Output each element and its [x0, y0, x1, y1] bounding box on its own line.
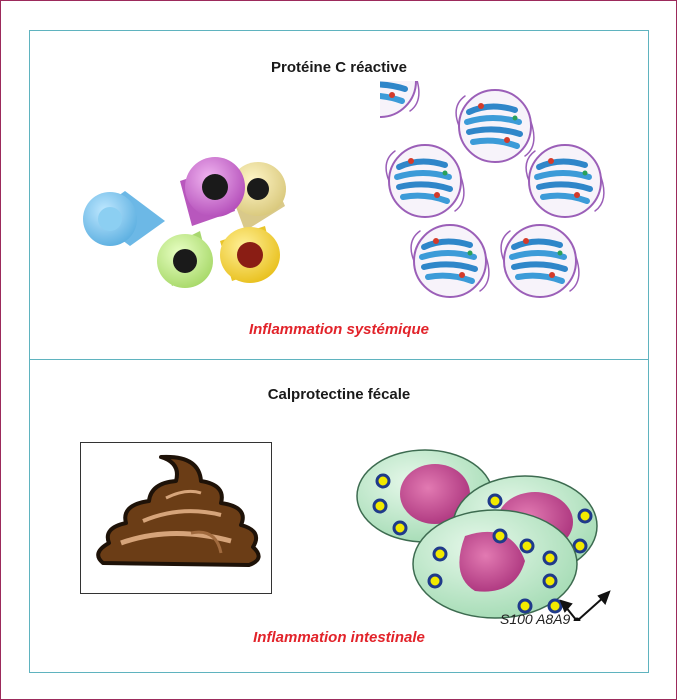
systemic-inflammation-caption: Inflammation systémique — [248, 321, 430, 338]
panel-divider — [30, 359, 648, 360]
crp-pentamer-illustration — [380, 81, 610, 311]
label-arrows — [559, 590, 611, 621]
figure-inner-frame: Protéine C réactive — [29, 30, 649, 673]
blood-tubes-illustration — [83, 157, 286, 288]
neutrophil-cell — [412, 509, 578, 619]
s100-label: S100 A8A9 — [500, 611, 571, 627]
crp-title: Protéine C réactive — [271, 59, 407, 76]
stool-icon — [96, 454, 261, 567]
neutrophil-cells-illustration — [356, 449, 611, 621]
stool-illustration-box — [80, 442, 272, 594]
intestinal-inflammation-caption: Inflammation intestinale — [253, 629, 425, 646]
calprotectin-title: Calprotectine fécale — [267, 386, 411, 403]
